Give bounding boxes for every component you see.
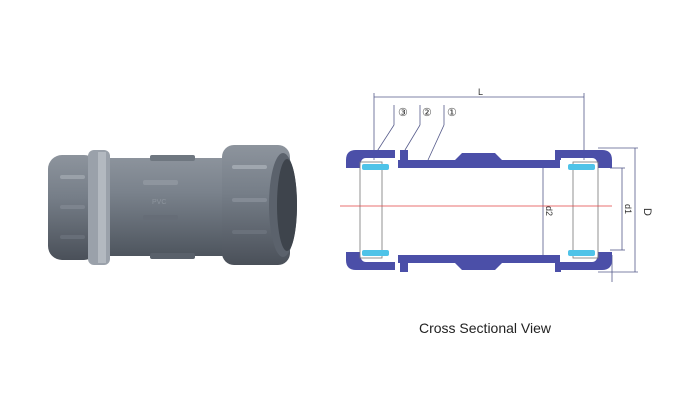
label-d2: d2: [544, 206, 554, 216]
coupling-body: [398, 153, 560, 270]
callout-1: ①: [447, 107, 457, 119]
left-cap: [346, 150, 408, 272]
label-L: L: [478, 87, 483, 97]
diagram-caption: Cross Sectional View: [418, 320, 552, 336]
right-cap: [555, 150, 612, 272]
callout-2: ②: [422, 107, 432, 119]
svg-text:PVC: PVC: [152, 199, 166, 206]
callout-3: ③: [398, 107, 408, 119]
label-d1: d1: [623, 204, 633, 214]
label-D: D: [641, 208, 653, 216]
left-union-nut: [48, 150, 110, 265]
right-union-nut: [222, 145, 297, 265]
pipe-body: PVC: [95, 155, 235, 259]
